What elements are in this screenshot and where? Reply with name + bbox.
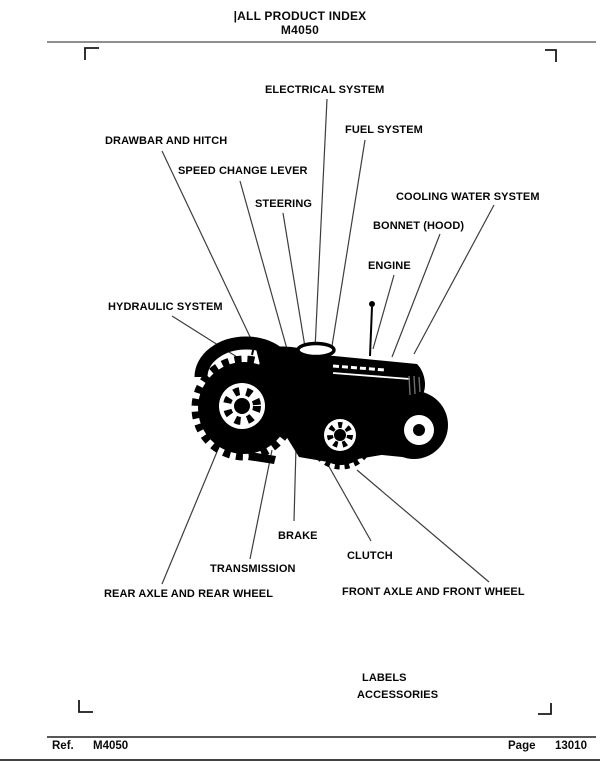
crop-mark-top-right-icon [545,49,557,62]
callout-label-accessories: ACCESSORIES [357,689,439,701]
callout-label-bonnet-hood: BONNET (HOOD) [373,220,465,232]
callout-label-transmission: TRANSMISSION [210,563,296,575]
footer-page-number: 13010 [555,740,587,752]
callout-line-drawbar-and-hitch [161,150,253,342]
grille-slat [408,375,411,396]
rear-fender [194,336,298,378]
callout-label-speed-change-lever: SPEED CHANGE LEVER [178,165,308,177]
callout-line-electrical-system [314,98,328,350]
steering-wheel [296,341,336,359]
exhaust-tip [369,301,375,307]
callout-line-steering [282,212,306,348]
callout-label-cooling-water-system: COOLING WATER SYSTEM [396,191,540,203]
tractor-illustration [191,301,448,470]
page-bottom-edge [0,759,600,761]
callout-label-steering: STEERING [255,198,313,210]
front-left-hub [334,429,346,441]
rear-spokes [223,387,261,425]
callout-label-labels: LABELS [362,672,407,684]
front-left-spokes [327,422,353,448]
callout-line-rear-axle-and-rear-wheel [161,446,220,585]
tractor-body [256,346,425,463]
exhaust-pipe [369,306,373,357]
page-title: |ALL PRODUCT INDEX [233,9,367,23]
page-header: |ALL PRODUCT INDEX M4050 [0,9,600,37]
callout-line-transmission [249,449,273,560]
callout-line-engine [372,274,395,350]
model-number: M4050 [280,23,320,37]
rear-hub [234,398,250,414]
crop-mark-bottom-right-icon [538,703,552,715]
footer-ref-label: Ref. [52,740,74,752]
footer-ref-value: M4050 [93,740,129,752]
callout-label-rear-axle-and-rear-wheel: REAR AXLE AND REAR WHEEL [104,588,274,600]
callout-label-electrical-system: ELECTRICAL SYSTEM [265,84,385,96]
hood-stripe [332,372,411,380]
front-left-tire-lugs [307,402,375,470]
callout-line-cooling-water-system [413,204,495,355]
crop-mark-bottom-left-icon [78,700,93,713]
grille-slat [413,375,416,395]
header-rule [47,41,596,43]
callout-line-clutch [326,462,372,542]
grille-slat [418,376,421,393]
front-right-hub [413,424,425,436]
crop-mark-top-left-icon [84,47,99,60]
gear-knob [249,338,259,348]
callout-label-drawbar-and-hitch: DRAWBAR AND HITCH [105,135,228,147]
gear-lever [251,345,255,356]
callout-label-hydraulic-system: HYDRAULIC SYSTEM [108,301,223,313]
callout-line-front-axle-and-front-wheel [356,469,490,583]
callout-label-front-axle-and-front-wheel: FRONT AXLE AND FRONT WHEEL [342,586,525,598]
callout-line-fuel-system [331,139,366,347]
callout-line-bonnet-hood [391,233,441,358]
footer-rule [47,736,596,738]
footer-page-label: Page [508,740,536,752]
callout-label-fuel-system: FUEL SYSTEM [345,124,423,136]
rear-tire-lugs [191,355,297,461]
callout-label-brake: BRAKE [278,530,318,542]
callout-label-engine: ENGINE [368,260,411,272]
callout-line-speed-change-lever [239,180,288,350]
callout-line-brake [293,446,297,522]
callout-label-clutch: CLUTCH [347,550,393,562]
